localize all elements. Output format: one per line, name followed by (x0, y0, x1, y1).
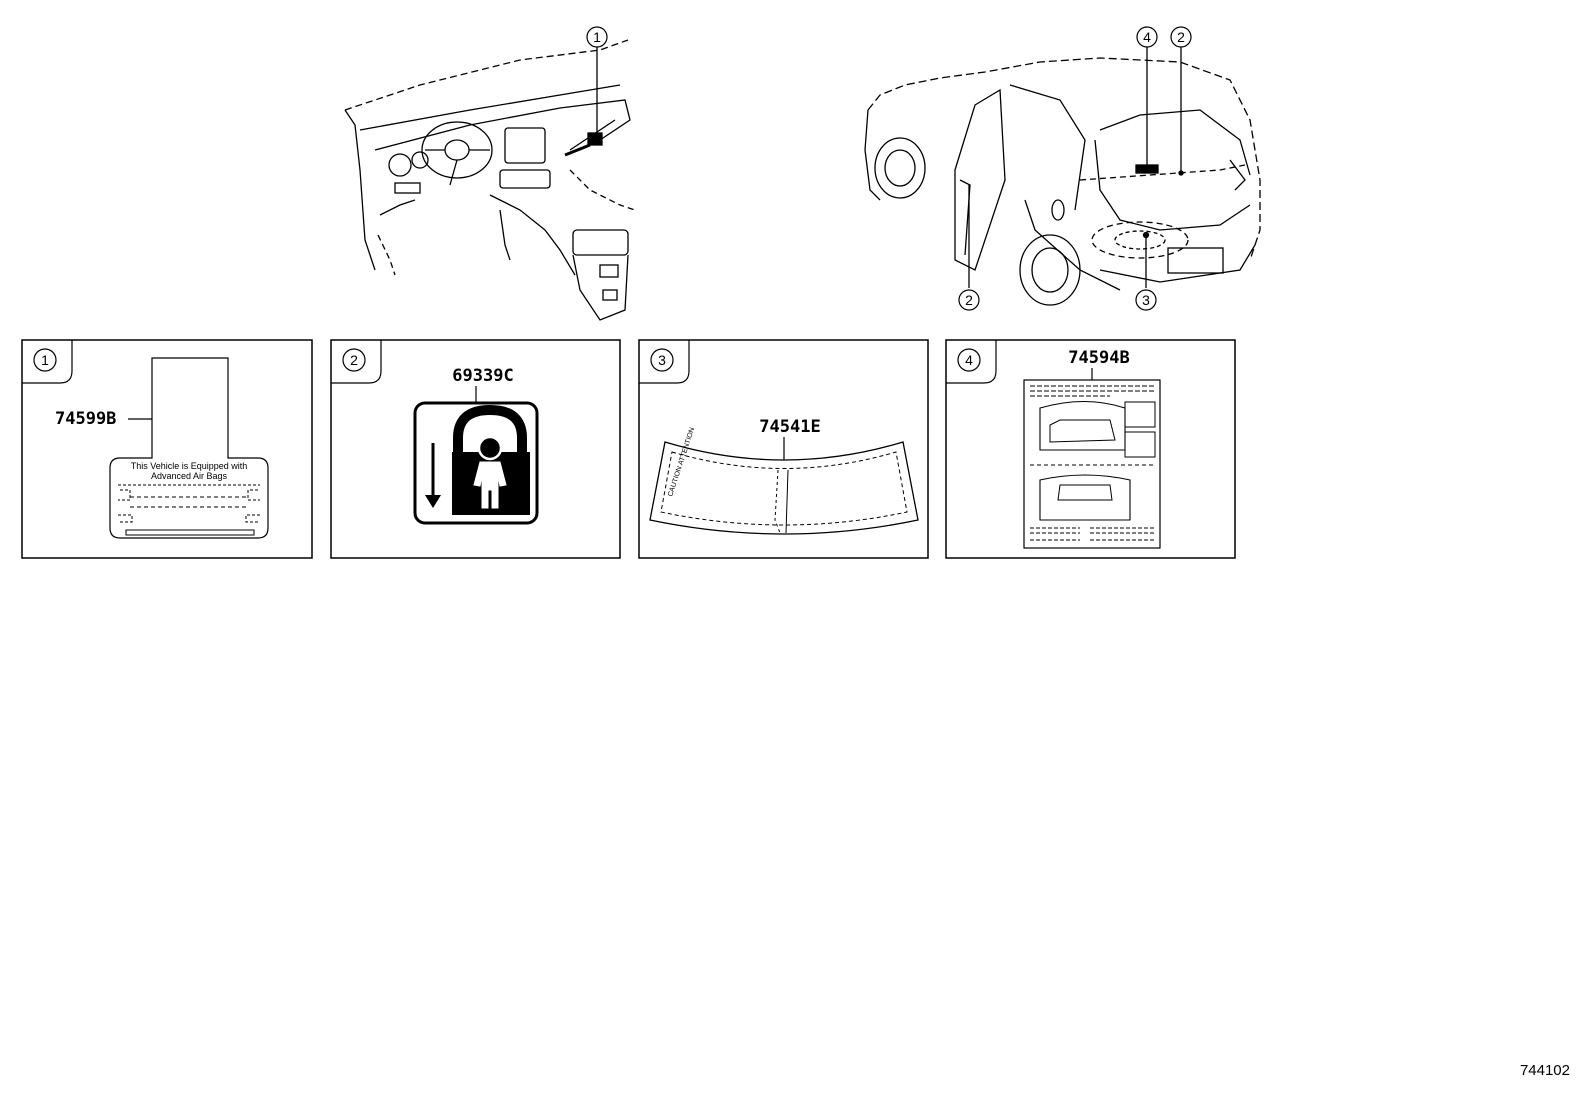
figure-id: 744102 (1519, 1062, 1570, 1079)
svg-text:4: 4 (1143, 29, 1151, 45)
callout-1-dash: 1 (586, 26, 608, 48)
panel-2: 2 69339C (330, 339, 621, 559)
panel-2-index: 2 (350, 352, 358, 368)
panel-4: 4 74594B (945, 339, 1236, 559)
car-rear-illustration (864, 47, 1261, 306)
panel-1-index: 1 (41, 352, 49, 368)
svg-text:1: 1 (593, 29, 601, 45)
svg-text:2: 2 (1177, 29, 1185, 45)
dashboard-illustration (344, 39, 636, 321)
panel-1-label-line1: This Vehicle is Equipped with (131, 461, 248, 471)
callout-3-car-spare: 3 (1135, 289, 1157, 311)
panel-4-part-number: 74594B (1068, 348, 1129, 368)
child-lock-icon (413, 401, 539, 525)
callout-4-car: 4 (1136, 26, 1158, 48)
panel-3-index: 3 (658, 352, 666, 368)
panel-2-part-number: 69339C (452, 366, 513, 386)
panel-4-index: 4 (965, 352, 973, 368)
panel-1-part-number: 74599B (55, 409, 116, 429)
panel-3: 3 74541E CAUTION ATTENTION (638, 339, 929, 559)
callout-2-car-top: 2 (1170, 26, 1192, 48)
svg-text:2: 2 (965, 292, 973, 308)
svg-text:3: 3 (1142, 292, 1150, 308)
panel-1: 1 74599B This Vehicle is Equipped with A… (21, 339, 313, 559)
callout-2-car-door: 2 (958, 289, 980, 311)
panel-3-part-number: 74541E (759, 417, 820, 437)
panel-1-label-line2: Advanced Air Bags (151, 471, 228, 481)
